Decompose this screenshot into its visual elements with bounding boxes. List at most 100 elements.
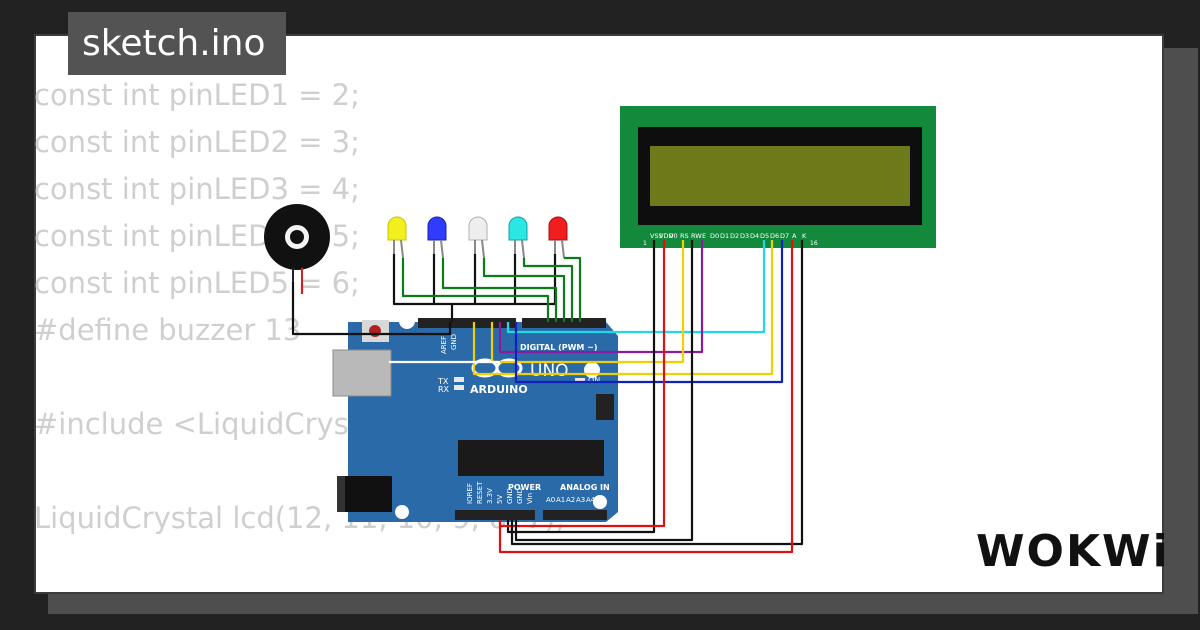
digital-header-left: [418, 318, 516, 328]
power-pin-label: Vin: [526, 493, 534, 504]
power-pin-label: 3.3V: [486, 488, 494, 504]
led-leg: [481, 239, 485, 259]
arduino-logo-right: [495, 358, 523, 378]
wire-led3-signal: [482, 258, 566, 322]
analog-pin-label: A4: [586, 496, 596, 504]
digital-header-right: [522, 318, 606, 328]
tx-label: TX: [437, 377, 449, 386]
led-leg: [400, 239, 404, 259]
led-leg: [521, 239, 525, 259]
led-red[interactable]: [548, 216, 568, 259]
lcd-pin-label: VDD: [659, 232, 673, 240]
code-line: const int pinLED3 = 4;: [34, 172, 360, 206]
wire-lcd-a: [498, 240, 794, 554]
board-brand: ARDUINO: [470, 383, 528, 396]
lcd-pin-label: RS: [680, 232, 689, 240]
arduino-uno-board[interactable]: ARDUINO UNO DIGITAL (PWM ~) POWER ANALOG…: [332, 313, 618, 522]
analog-header: [543, 510, 607, 520]
lcd-pin-label: VSS: [650, 232, 663, 240]
lcd-pin-number: 1: [643, 240, 647, 247]
lcd-screen: [650, 146, 910, 206]
lcd-pin-label: D2: [730, 232, 739, 240]
code-line: const int pinLED5 = 6;: [34, 266, 360, 300]
led-cyan[interactable]: [508, 216, 528, 259]
wire-lcd-d6: [514, 240, 784, 384]
lcd-pin-label: D3: [740, 232, 749, 240]
usb-port: [332, 349, 392, 397]
power-pin-label: RESET: [476, 481, 484, 504]
reset-button-cap: [369, 325, 381, 337]
analog-pin-label: A1: [556, 496, 565, 504]
lcd-display[interactable]: VSS VDD V0 RS RW E D0 D1 D2 D3 D4 D5 D6 …: [620, 106, 936, 248]
wire-lcd-rw: [514, 240, 694, 542]
power-pin-label: IOREF: [466, 483, 474, 504]
analog-label: ANALOG IN: [560, 483, 610, 492]
mount-hole: [395, 505, 409, 519]
rx-led: [454, 385, 464, 390]
wire-lcd-d5: [472, 240, 774, 376]
analog-pin-label: A3: [576, 496, 585, 504]
led-body: [548, 216, 568, 241]
led-leg: [440, 239, 444, 259]
on-led: [575, 378, 585, 383]
wire-lcd-d4: [506, 240, 766, 334]
lcd-pin-label: D0: [710, 232, 719, 240]
analog-pin-label: A0: [546, 496, 555, 504]
power-jack-edge: [337, 476, 345, 512]
wokwi-logo: WOKWi: [976, 526, 1170, 577]
power-pin-label: GND: [506, 488, 514, 504]
icsp-header: [596, 394, 614, 420]
lcd-pin-label: D4: [750, 232, 759, 240]
mount-hole: [593, 495, 607, 509]
analog-pin-label: A5: [596, 496, 605, 504]
lcd-pin-number: 16: [810, 240, 818, 247]
led-blue[interactable]: [427, 216, 447, 259]
gnd-label: GND: [450, 334, 458, 350]
lcd-pin-label: K: [802, 232, 807, 240]
tx-led: [454, 377, 464, 382]
power-label: POWER: [508, 483, 541, 492]
wire-lcd-e: [498, 240, 704, 354]
power-header: [455, 510, 535, 520]
board-model: UNO: [530, 361, 569, 381]
code-line: #define buzzer 13: [34, 313, 302, 347]
wire-led1-signal: [401, 258, 550, 322]
wire-lcd-k: [510, 240, 804, 546]
lcd-pin-label: D5: [760, 232, 769, 240]
file-name-tab[interactable]: sketch.ino: [68, 12, 286, 75]
led-white[interactable]: [468, 216, 488, 259]
lcd-pin-label: D1: [720, 232, 729, 240]
lcd-pin-label: A: [792, 232, 797, 240]
wire-led2-signal: [441, 258, 558, 322]
wire-buzzer-ground: [291, 282, 452, 336]
buzzer[interactable]: [264, 204, 330, 284]
led-yellow[interactable]: [387, 216, 407, 259]
atmega-chip: [458, 440, 604, 476]
power-jack: [337, 476, 392, 512]
mount-hole: [399, 313, 415, 329]
analog-pin-label: A2: [566, 496, 575, 504]
rx-label: RX: [438, 385, 450, 394]
lcd-pin-label: D7: [780, 232, 789, 240]
led-body: [508, 216, 528, 241]
led-body: [468, 216, 488, 241]
power-pin-label: GND: [516, 488, 524, 504]
code-line: const int pinLED2 = 3;: [34, 125, 360, 159]
wire-led5-signal: [564, 256, 582, 322]
lcd-pin-label: V0: [669, 232, 678, 240]
aref-label: AREF: [440, 336, 448, 354]
lcd-pin-label: E: [702, 232, 706, 240]
on-label: ON: [588, 376, 600, 385]
led-body: [387, 216, 407, 241]
led-body: [427, 216, 447, 241]
power-pin-label: 5V: [496, 495, 504, 504]
lcd-pin-label: RW: [691, 232, 702, 240]
digital-label: DIGITAL (PWM ~): [520, 343, 598, 352]
led-leg: [561, 239, 565, 259]
wire-lcd-rs: [490, 240, 685, 364]
code-line: const int pinLED1 = 2;: [34, 78, 360, 112]
wire-led4-signal: [522, 258, 574, 322]
lcd-pin-label: D6: [770, 232, 779, 240]
buzzer-hole: [290, 230, 304, 244]
